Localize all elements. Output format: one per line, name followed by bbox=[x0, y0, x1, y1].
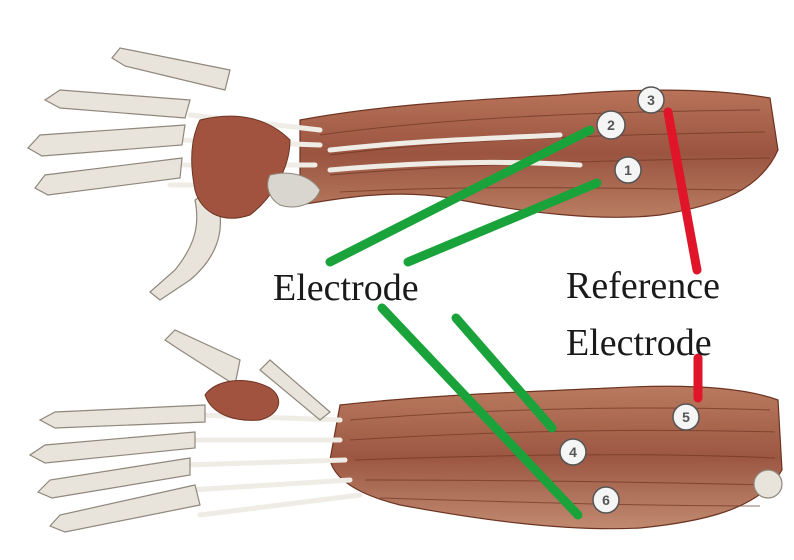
marker-3-label: 3 bbox=[647, 92, 655, 108]
bottom-forearm-muscle bbox=[330, 386, 782, 529]
top-forearm-illustration bbox=[28, 48, 778, 300]
reference-label-line1: Reference bbox=[566, 265, 720, 307]
marker-1-label: 1 bbox=[624, 162, 632, 178]
marker-6: 6 bbox=[593, 487, 619, 513]
electrode-label: Electrode bbox=[273, 267, 419, 309]
marker-6-label: 6 bbox=[602, 492, 610, 508]
marker-1: 1 bbox=[615, 157, 641, 183]
top-hand-palm-muscle bbox=[192, 116, 290, 218]
bottom-hand-fingers bbox=[30, 405, 205, 532]
marker-3: 3 bbox=[638, 87, 664, 113]
marker-2: 2 bbox=[597, 111, 625, 139]
marker-5-label: 5 bbox=[682, 409, 690, 425]
marker-2-label: 2 bbox=[607, 117, 615, 133]
marker-4-label: 4 bbox=[569, 444, 577, 460]
bottom-elbow bbox=[754, 470, 782, 498]
marker-4: 4 bbox=[560, 439, 586, 465]
reference-label-line2: Electrode bbox=[566, 322, 712, 364]
marker-5: 5 bbox=[673, 404, 699, 430]
